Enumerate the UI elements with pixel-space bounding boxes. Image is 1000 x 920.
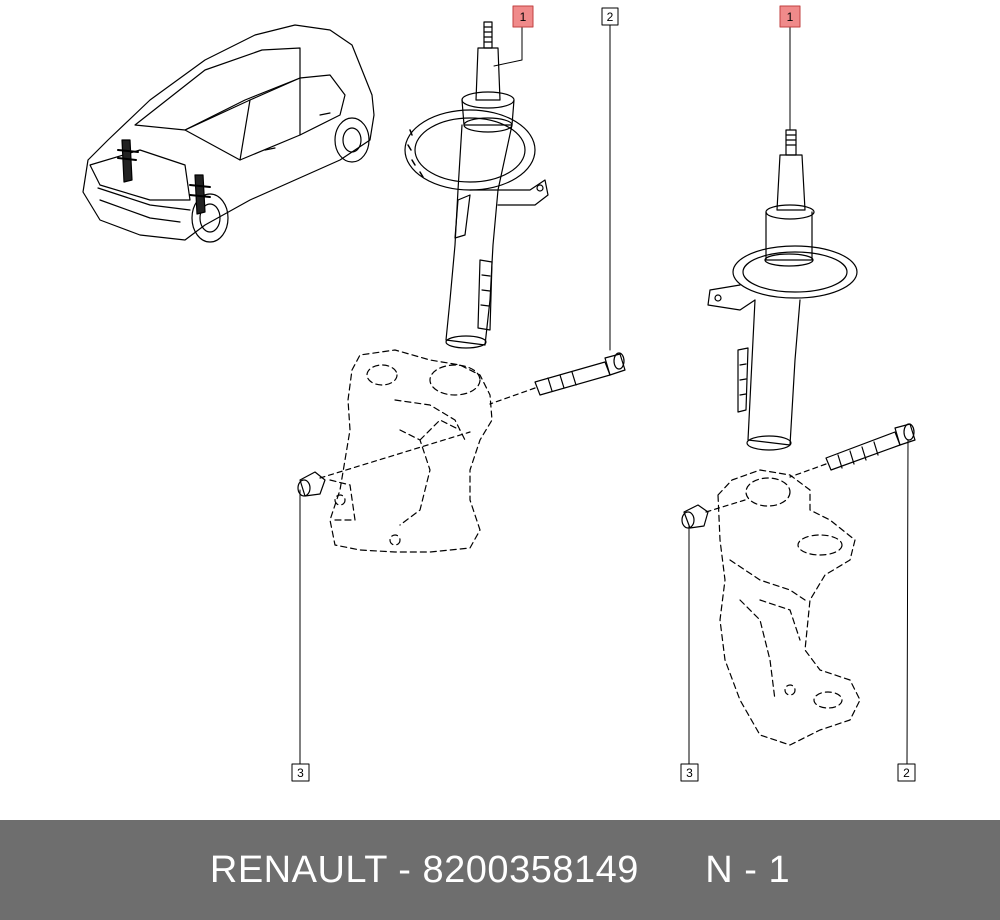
right-bolt	[789, 423, 916, 478]
spacer	[639, 849, 705, 891]
exploded-parts-diagram: 1 2 1 3 3 2	[82, 5, 916, 782]
callout-right-nut: 3	[680, 763, 699, 782]
part-info-footer: RENAULT - 8200358149 N - 1	[0, 820, 1000, 920]
car-overview-illustration	[82, 24, 375, 243]
left-bolt	[489, 352, 626, 405]
right-steering-knuckle	[717, 469, 861, 746]
callout-left-strut: 1	[512, 5, 534, 28]
position-label: N - 1	[705, 848, 791, 891]
right-nut	[681, 499, 746, 529]
left-nut	[297, 431, 471, 497]
svg-text:3: 3	[686, 766, 693, 780]
part-number: 8200358149	[422, 848, 639, 891]
brand-name: RENAULT	[209, 848, 388, 891]
callout-left-bolt: 2	[601, 7, 619, 26]
callout-right-bolt: 2	[897, 763, 916, 782]
callout-right-strut: 1	[779, 5, 801, 28]
left-strut-assembly	[404, 21, 549, 349]
part-info-text: RENAULT - 8200358149 N - 1	[210, 849, 790, 892]
right-strut-assembly	[707, 129, 858, 451]
svg-text:1: 1	[787, 10, 794, 24]
separator: -	[387, 848, 423, 891]
svg-text:2: 2	[903, 766, 910, 780]
svg-text:1: 1	[520, 10, 527, 24]
svg-text:3: 3	[297, 766, 304, 780]
callout-leaders	[299, 24, 909, 765]
svg-text:2: 2	[607, 10, 614, 24]
left-steering-knuckle	[329, 349, 493, 553]
callout-left-nut: 3	[291, 763, 310, 782]
